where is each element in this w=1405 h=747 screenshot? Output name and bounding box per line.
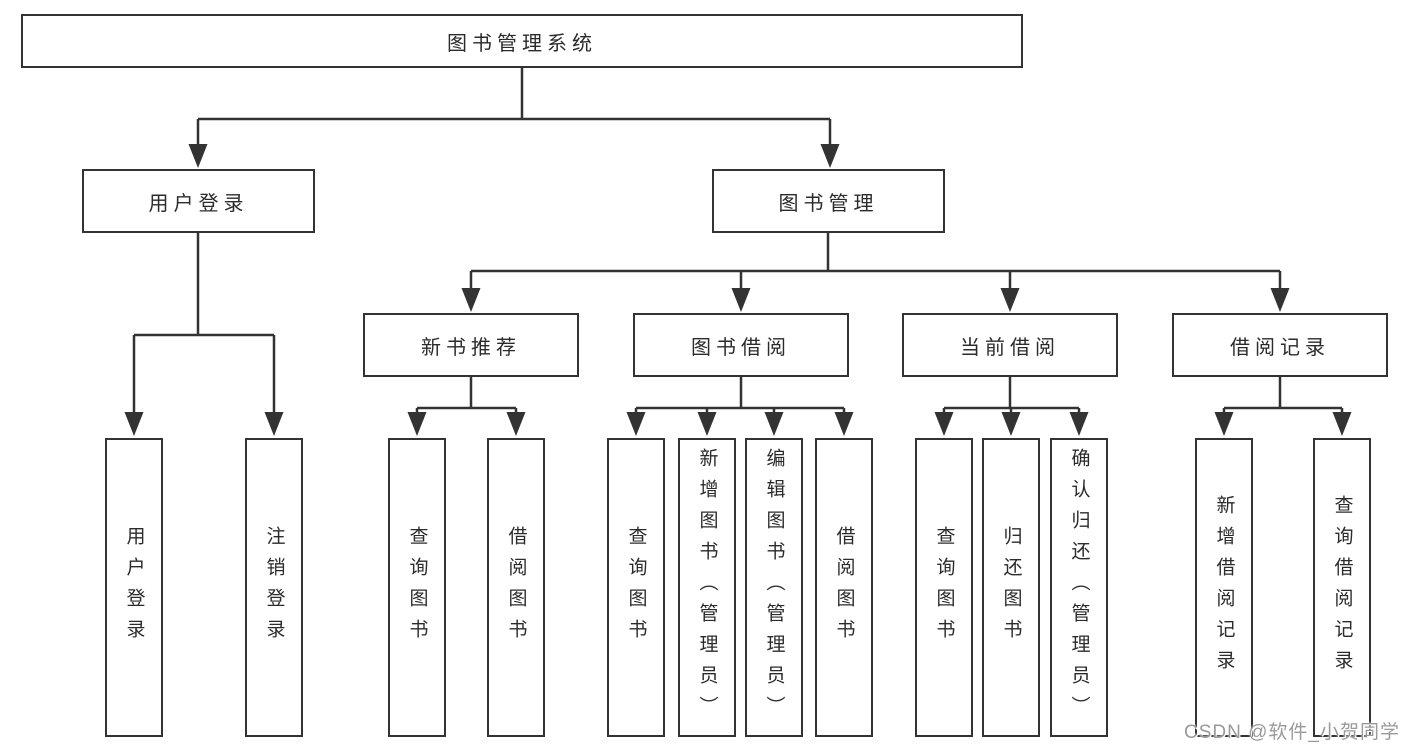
section-current-borrow: 当前借阅 bbox=[902, 313, 1118, 377]
section-current-borrow-label: 当前借阅 bbox=[960, 336, 1060, 359]
section-new-book-recommend: 新书推荐 bbox=[363, 313, 579, 377]
section-new-book-recommend-label: 新书推荐 bbox=[421, 336, 521, 359]
leaf-user-login: 用户登录 bbox=[105, 438, 163, 737]
leaf-nbr-borrow-books: 借阅图书 bbox=[487, 438, 545, 737]
watermark-text: CSDN @软件_小贺同学 bbox=[1184, 722, 1400, 743]
leaf-nbr-borrow-books-label: 借阅图书 bbox=[505, 525, 527, 650]
branch-book-management: 图书管理 bbox=[712, 169, 945, 233]
section-borrow-records-label: 借阅记录 bbox=[1230, 336, 1330, 359]
connector-paths bbox=[132, 68, 1344, 414]
node-root-label: 图书管理系统 bbox=[447, 32, 597, 55]
arrowheads bbox=[124, 144, 1352, 436]
leaf-br-add-record: 新增借阅记录 bbox=[1195, 438, 1253, 737]
branch-book-management-label: 图书管理 bbox=[778, 192, 879, 215]
leaf-bb-borrow-books-label: 借阅图书 bbox=[833, 525, 855, 650]
leaf-cb-confirm-return-admin-label: 确认归还（管理员） bbox=[1068, 448, 1090, 727]
leaf-bb-add-books-admin-label: 新增图书（管理员） bbox=[696, 448, 718, 727]
leaf-nbr-query-books: 查询图书 bbox=[388, 438, 446, 737]
leaf-cb-query-books-label: 查询图书 bbox=[933, 525, 955, 650]
leaf-bb-add-books-admin: 新增图书（管理员） bbox=[678, 438, 736, 737]
leaf-logout-label: 注销登录 bbox=[263, 525, 285, 650]
leaf-bb-query-books-label: 查询图书 bbox=[625, 525, 647, 650]
section-book-borrow-label: 图书借阅 bbox=[691, 336, 791, 359]
leaf-br-query-record: 查询借阅记录 bbox=[1313, 438, 1371, 737]
leaf-cb-query-books: 查询图书 bbox=[915, 438, 973, 737]
leaf-logout: 注销登录 bbox=[245, 438, 303, 737]
leaf-br-add-record-label: 新增借阅记录 bbox=[1213, 494, 1235, 681]
leaf-br-query-record-label: 查询借阅记录 bbox=[1331, 494, 1353, 681]
leaf-nbr-query-books-label: 查询图书 bbox=[406, 525, 428, 650]
leaf-bb-query-books: 查询图书 bbox=[607, 438, 665, 737]
leaf-cb-return-books: 归还图书 bbox=[982, 438, 1040, 737]
leaf-cb-return-books-label: 归还图书 bbox=[1000, 525, 1022, 650]
leaf-bb-borrow-books: 借阅图书 bbox=[815, 438, 873, 737]
section-book-borrow: 图书借阅 bbox=[633, 313, 849, 377]
node-root: 图书管理系统 bbox=[21, 14, 1023, 68]
branch-user-login-label: 用户登录 bbox=[148, 192, 249, 215]
leaf-user-login-label: 用户登录 bbox=[123, 525, 145, 650]
section-borrow-records: 借阅记录 bbox=[1172, 313, 1388, 377]
leaf-bb-edit-books-admin: 编辑图书（管理员） bbox=[745, 438, 803, 737]
leaf-cb-confirm-return-admin: 确认归还（管理员） bbox=[1050, 438, 1108, 737]
branch-user-login: 用户登录 bbox=[82, 169, 315, 233]
leaf-bb-edit-books-admin-label: 编辑图书（管理员） bbox=[763, 448, 785, 727]
